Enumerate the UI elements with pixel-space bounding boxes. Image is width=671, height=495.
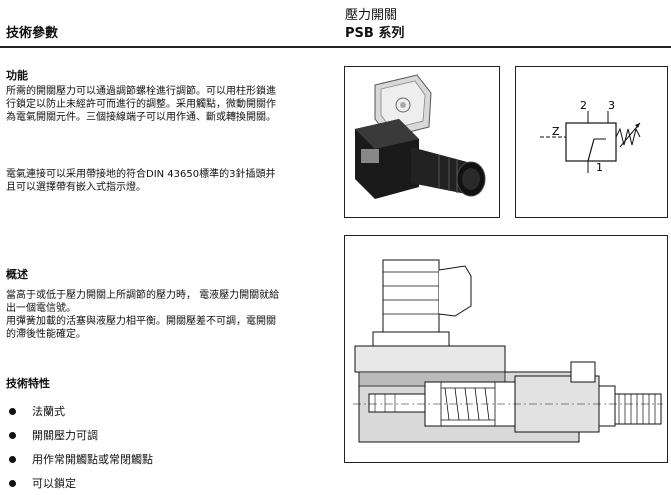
bullet-icon	[9, 431, 16, 439]
hydraulic-symbol-frame: 2 3 Z 1	[515, 66, 668, 218]
features-heading: 技術特性	[6, 377, 50, 390]
function-line: 所需的開關壓力可以通過調節螺栓進行調節。可以用柱形鎖進	[6, 86, 276, 97]
overview-line: 當高于或低于壓力開關上所調節的壓力時， 電液壓力開關就給	[6, 290, 280, 301]
function-line: 為電氣開關元件。三個接線端子可以用作通、斷或轉換開關。	[6, 112, 276, 123]
feature-label: 法蘭式	[32, 405, 65, 418]
feature-item: 法蘭式	[6, 399, 153, 423]
pressure-switch-photo	[355, 74, 486, 199]
feature-label: 可以鎖定	[32, 477, 76, 490]
bullet-icon	[9, 479, 16, 487]
feature-label: 開關壓力可調	[32, 429, 98, 442]
overview-heading: 概述	[6, 268, 28, 281]
overview-line: 用彈簧加載的活塞與液壓力相平衡。開關壓差不可調，電開關	[6, 316, 276, 327]
switch-symbol: 2 3 Z 1	[540, 99, 641, 174]
page-title: 技術參數	[6, 26, 59, 41]
port-label: Z	[552, 125, 560, 138]
port-label: 2	[580, 99, 587, 112]
overview-paragraph: 當高于或低于壓力開關上所調節的壓力時， 電液壓力開關就給 出一個電信號。 用彈簧…	[6, 289, 341, 341]
function-heading: 功能	[6, 69, 28, 82]
port-label: 1	[596, 161, 603, 174]
feature-item: 開關壓力可調	[6, 423, 153, 447]
bullet-icon	[9, 455, 16, 463]
feature-label: 用作常開觸點或常閉觸點	[32, 453, 153, 466]
features-list: 法蘭式 開關壓力可調 用作常開觸點或常閉觸點 可以鎖定	[6, 399, 153, 495]
product-photo-frame	[344, 66, 500, 218]
feature-item: 可以鎖定	[6, 471, 153, 495]
bullet-icon	[9, 407, 16, 415]
function-line: 且可以選擇帶有嵌入式指示燈。	[6, 182, 146, 193]
product-series: PSB 系列	[345, 26, 405, 41]
cross-section-drawing	[353, 259, 663, 443]
product-title: 壓力開關	[345, 8, 398, 23]
header-divider	[0, 46, 671, 48]
overview-line: 出一個電信號。	[6, 303, 76, 314]
function-line: 電氣連接可以采用帶接地的符合DIN 43650標準的3針插頭并	[6, 169, 276, 180]
function-paragraph-2: 電氣連接可以采用帶接地的符合DIN 43650標準的3針插頭并 且可以選擇帶有嵌…	[6, 168, 341, 194]
function-paragraph: 所需的開關壓力可以通過調節螺栓進行調節。可以用柱形鎖進 行鎖定以防止未經許可而進…	[6, 85, 341, 124]
function-line: 行鎖定以防止未經許可而進行的調整。采用觸點，微動開關作	[6, 99, 276, 110]
port-label: 3	[608, 99, 615, 112]
feature-item: 用作常開觸點或常閉觸點	[6, 447, 153, 471]
overview-line: 的滯後性能確定。	[6, 329, 86, 340]
cross-section-frame	[344, 235, 668, 463]
